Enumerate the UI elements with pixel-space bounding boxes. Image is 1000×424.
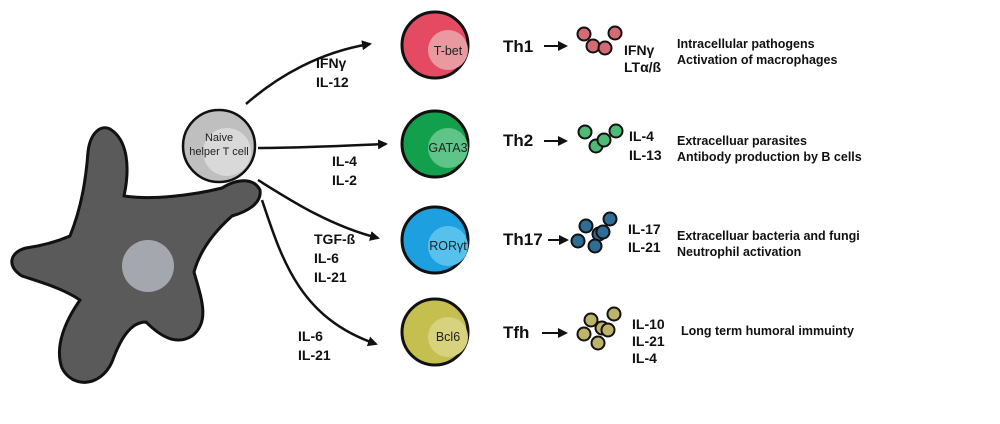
- th17-inducer-2: IL-6: [314, 250, 339, 266]
- tfh-granule: [576, 326, 592, 342]
- tfh-granule: [590, 335, 606, 351]
- th1-inducer-2: IL-12: [316, 74, 349, 90]
- tfh-granule: [606, 306, 622, 322]
- naive-t-cell-inner: [203, 128, 251, 176]
- subset-th1: IFNγ IL-12 T-bet Th1 IFNγ LTα/ß Intracel…: [316, 10, 837, 90]
- th2-cell-inner: [428, 128, 468, 168]
- tfh-cytokine-2: IL-21: [632, 333, 665, 349]
- subset-th2: IL-4 IL-2 GATA3 Th2 IL-4 IL-13 Extracell…: [332, 109, 862, 188]
- tfh-transcription-factor: Bcl6: [436, 330, 460, 344]
- th2-granule: [577, 124, 593, 140]
- th2-cytokine-1: IL-4: [629, 128, 654, 144]
- th2-inducer-2: IL-2: [332, 172, 357, 188]
- th1-subset-name: Th1: [503, 37, 533, 56]
- th1-cytokine-granules: [576, 25, 623, 56]
- tfh-cytokine-1: IL-10: [632, 316, 665, 332]
- th2-cytokine-2: IL-13: [629, 147, 662, 163]
- th2-cytokine-granules: [577, 123, 624, 154]
- tfh-cell-inner: [428, 317, 468, 357]
- tfh-granule: [583, 312, 599, 328]
- th17-granule: [578, 218, 594, 234]
- subset-th17: TGF-ß IL-6 IL-21 RORγt Th17 IL-17 IL-21 …: [314, 205, 860, 285]
- arrow-to-th17: [257, 178, 380, 241]
- th17-function-1: Extracelluar bacteria and fungi: [677, 229, 860, 243]
- th17-cytokine-granules: [570, 211, 618, 254]
- naive-t-cell-label-line1: Naive: [205, 132, 233, 144]
- dendritic-cell: [10, 126, 262, 384]
- th1-inducer-1: IFNγ: [316, 55, 347, 71]
- th2-function-1: Extracelluar parasites: [677, 134, 807, 148]
- th2-inducer-1: IL-4: [332, 153, 357, 169]
- th2-granule: [596, 132, 612, 148]
- th17-subset-name: Th17: [503, 230, 543, 249]
- th17-granule: [587, 238, 603, 254]
- tfh-cytokine-3: IL-4: [632, 350, 657, 366]
- th17-cytokine-2: IL-21: [628, 239, 661, 255]
- th1-transcription-factor: T-bet: [434, 44, 463, 58]
- tfh-inducer-1: IL-6: [298, 328, 323, 344]
- th17-inducer-3: IL-21: [314, 269, 347, 285]
- th2-transcription-factor: GATA3: [428, 141, 467, 155]
- naive-t-cell: Naive helper T cell: [181, 108, 257, 184]
- th2-function-2: Antibody production by B cells: [677, 150, 862, 164]
- th1-granule: [576, 26, 592, 42]
- th1-function-2: Activation of macrophages: [677, 53, 837, 67]
- differentiation-arrows: [245, 40, 388, 347]
- th17-cell-inner: [428, 226, 468, 266]
- th17-granule: [570, 233, 586, 249]
- dendritic-cell-nucleus: [122, 240, 174, 292]
- tfh-inducer-2: IL-21: [298, 347, 331, 363]
- th17-granule: [602, 211, 618, 227]
- th17-granule: [595, 224, 611, 240]
- subset-tfh: IL-6 IL-21 Bcl6 Tfh IL-10 IL-21 IL-4 Lon…: [298, 297, 854, 367]
- th1-granule: [585, 38, 601, 54]
- tfh-granule: [600, 322, 616, 338]
- th1-cytokine-1: IFNγ: [624, 42, 655, 58]
- th1-function-1: Intracellular pathogens: [677, 37, 815, 51]
- th17-cytokine-1: IL-17: [628, 221, 661, 237]
- th2-granule: [608, 123, 624, 139]
- arrow-to-tfh: [260, 199, 378, 347]
- arrow-to-th1: [245, 40, 372, 105]
- th1-granule: [607, 25, 623, 41]
- tfh-cytokine-granules: [576, 306, 622, 351]
- th17-function-2: Neutrophil activation: [677, 245, 801, 259]
- naive-t-cell-label-line2: helper T cell: [189, 146, 249, 158]
- th1-cell-inner: [428, 30, 468, 70]
- tfh-subset-name: Tfh: [503, 323, 529, 342]
- tfh-function-1: Long term humoral immuinty: [681, 324, 854, 338]
- th17-inducer-1: TGF-ß: [314, 231, 356, 247]
- th17-transcription-factor: RORγt: [429, 239, 467, 253]
- th2-subset-name: Th2: [503, 131, 533, 150]
- arrow-to-th2: [257, 139, 388, 150]
- th1-cytokine-2: LTα/ß: [624, 59, 662, 75]
- th1-granule: [597, 40, 613, 56]
